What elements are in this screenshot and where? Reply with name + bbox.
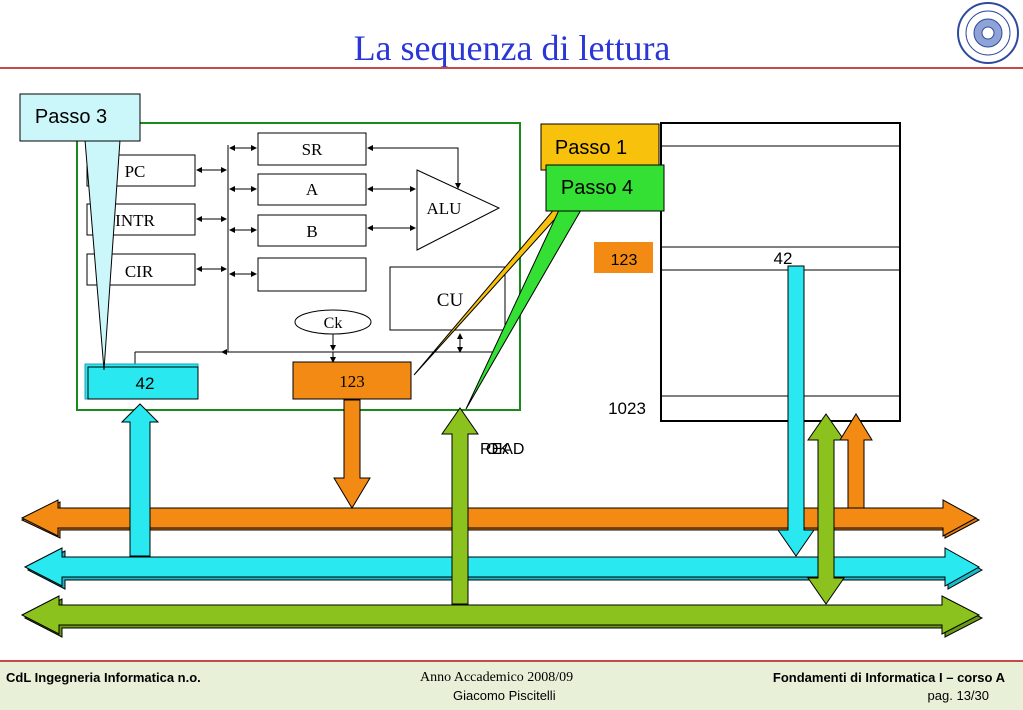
svg-text:Ck: Ck: [324, 315, 343, 332]
svg-text:CU: CU: [437, 290, 464, 311]
callout-passo4: Passo 4: [465, 164, 665, 410]
footer-page-number: pag. 13/30: [927, 688, 989, 703]
callout-passo3: Passo 3: [19, 93, 141, 371]
address-bus: [23, 547, 984, 590]
register-empty: [257, 257, 367, 292]
footer-course: CdL Ingegneria Informatica n.o.: [6, 670, 201, 685]
memory-data-123: 123: [594, 242, 653, 273]
mdr-to-data-bus-arrow: [333, 399, 371, 509]
register-a: A: [257, 173, 367, 206]
memory-control-arrow: [807, 413, 845, 605]
svg-text:Passo 4: Passo 4: [561, 177, 633, 199]
register-b: B: [257, 214, 367, 247]
svg-text:123: 123: [611, 252, 638, 269]
cpu-control-arrow: [441, 407, 479, 605]
svg-text:B: B: [306, 222, 317, 241]
svg-text:A: A: [306, 180, 319, 199]
control-label-ok: OK: [486, 441, 509, 458]
data-bus: [20, 499, 981, 539]
svg-text:CIR: CIR: [125, 262, 154, 281]
mdr-register: 123: [292, 361, 412, 400]
control-unit: CU: [389, 266, 506, 331]
alu-unit: ALU: [416, 169, 501, 251]
memory-block: [660, 122, 901, 422]
control-bus: [20, 595, 984, 638]
svg-text:ALU: ALU: [427, 199, 462, 218]
slide-title: La sequenza di lettura: [354, 28, 671, 68]
mar-register: 42: [84, 363, 199, 400]
register-sr: SR: [257, 132, 367, 166]
memory-to-address-bus-arrow: [777, 265, 815, 557]
footer-academic-year: Anno Accademico 2008/09: [420, 670, 574, 685]
svg-text:PC: PC: [125, 162, 146, 181]
memory-address-1023: 1023: [608, 399, 646, 418]
memory-cell-42: 42: [774, 249, 793, 268]
footer-bar: CdL Ingegneria Informatica n.o. Anno Acc…: [0, 660, 1023, 710]
control-label-read: READ: [480, 441, 524, 458]
svg-text:INTR: INTR: [115, 211, 155, 230]
mar-to-address-bus-arrow: [120, 403, 160, 557]
svg-text:42: 42: [136, 374, 155, 393]
svg-text:Passo 3: Passo 3: [35, 106, 107, 128]
clock-ck: Ck: [294, 309, 372, 335]
memory-to-data-bus-arrow: [839, 413, 873, 509]
footer-subject: Fondamenti di Informatica I – corso A: [772, 670, 1005, 685]
svg-text:Passo 1: Passo 1: [555, 137, 627, 159]
svg-text:123: 123: [339, 372, 365, 391]
footer-author: Giacomo Piscitelli: [453, 688, 556, 703]
university-seal-logo: [957, 2, 1019, 64]
cpu-box: [76, 122, 521, 411]
svg-text:SR: SR: [302, 140, 323, 159]
